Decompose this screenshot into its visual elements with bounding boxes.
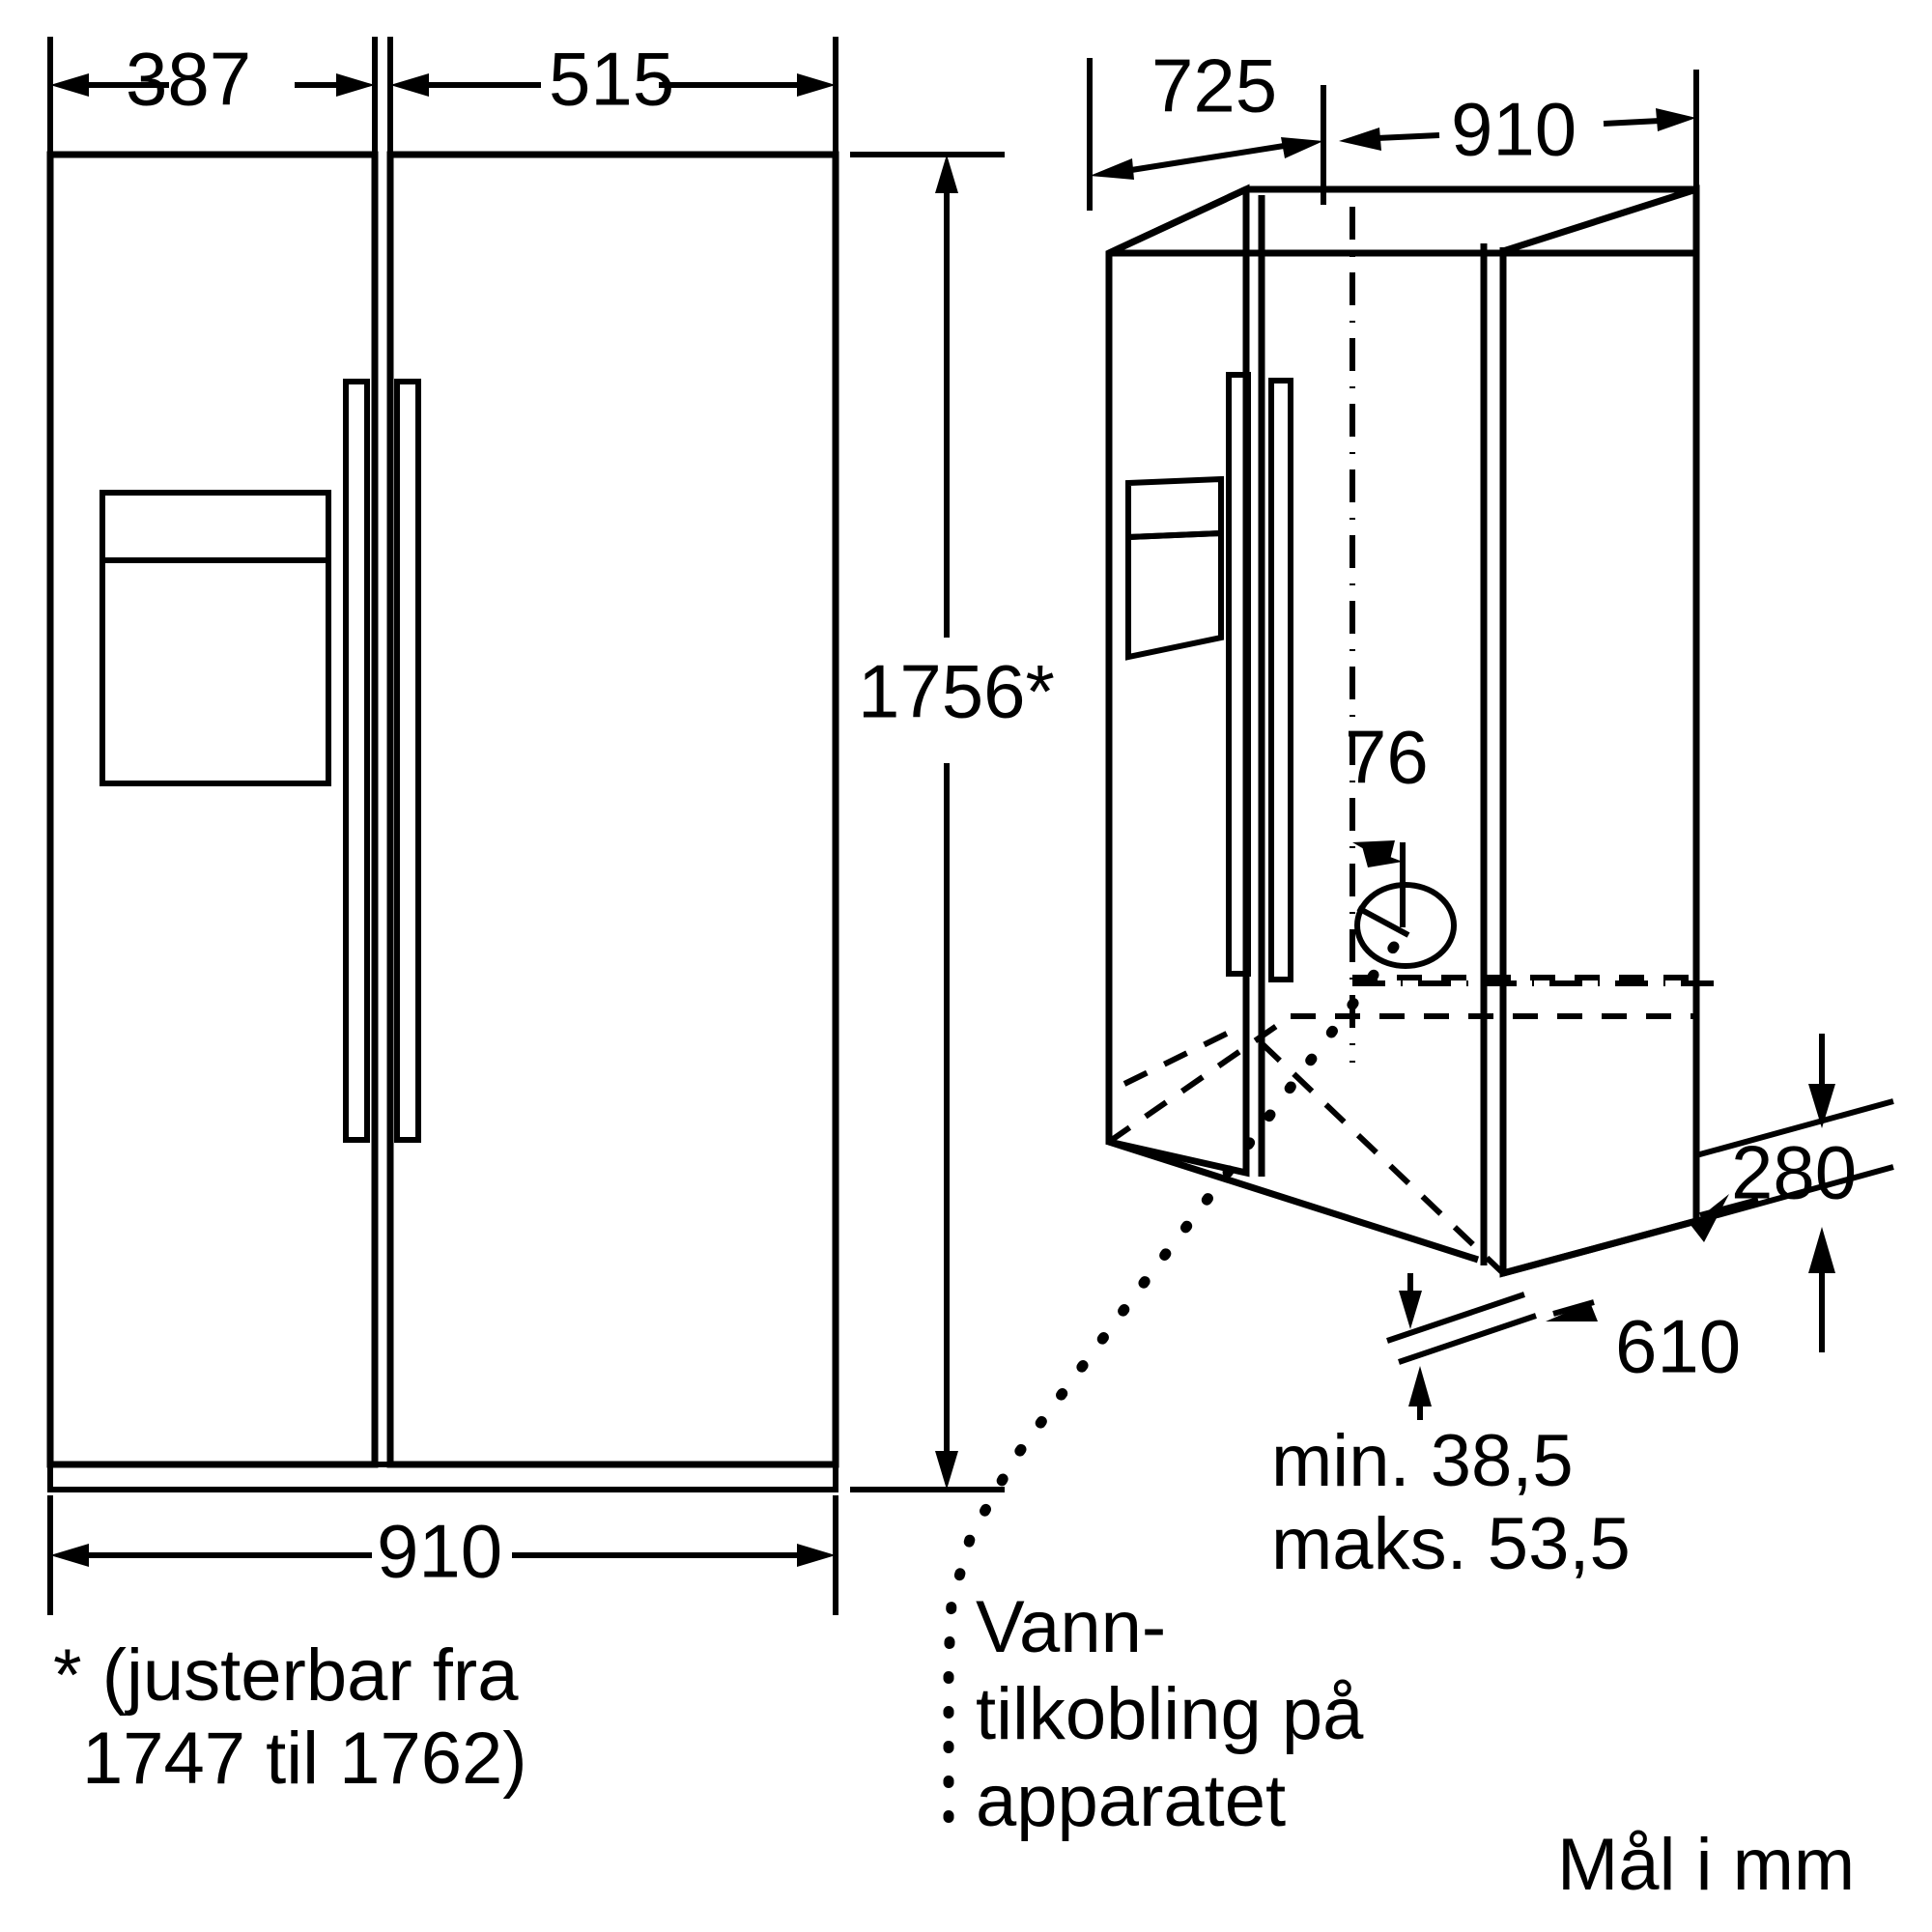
dimension-725: 725 bbox=[1087, 43, 1326, 211]
arrowhead-right-910 bbox=[797, 1544, 836, 1567]
handle-left-door bbox=[343, 379, 370, 1143]
arrowhead-610-lower bbox=[1546, 1302, 1598, 1321]
notes-group: * (justerbar fra 1747 til 1762) Vann- ti… bbox=[53, 1586, 1855, 1906]
arrowhead-left-515 bbox=[390, 73, 429, 97]
dimension-1756: 1756* bbox=[850, 152, 1055, 1492]
door-handles-iso bbox=[1226, 372, 1293, 982]
isometric-view-group: 725 910 bbox=[943, 43, 1894, 1841]
base-plinth bbox=[47, 1462, 838, 1492]
arrowhead-down-280 bbox=[1808, 1084, 1835, 1128]
note-water-line-1: Vann- bbox=[976, 1586, 1166, 1668]
arrowhead-left-910iso bbox=[1339, 128, 1381, 151]
label-width-910: 910 bbox=[377, 1509, 502, 1594]
dimension-910-front: 910 bbox=[47, 1495, 838, 1615]
arrowhead-right-387 bbox=[336, 73, 375, 97]
arrowhead-left-725 bbox=[1090, 158, 1134, 180]
dispenser-top-panel bbox=[99, 490, 331, 563]
right-door-panel bbox=[386, 151, 839, 1468]
cabinet-right-face bbox=[1499, 185, 1700, 1278]
foot-plate-top bbox=[1386, 1292, 1525, 1344]
foot-plate-detail bbox=[1386, 1292, 1537, 1365]
dimension-387 bbox=[50, 73, 375, 97]
iso-base-right bbox=[1502, 1217, 1697, 1277]
arrowhead-foot-down bbox=[1399, 1291, 1422, 1329]
arrowhead-left-387 bbox=[50, 73, 89, 97]
arrowhead-top-1756 bbox=[935, 155, 958, 193]
handle-iso-a bbox=[1226, 372, 1251, 977]
label-height-1756: 1756* bbox=[858, 649, 1055, 734]
ext-line-280-top bbox=[1695, 1098, 1894, 1158]
cabinet-top-face bbox=[1107, 185, 1700, 257]
water-connection-symbol bbox=[1354, 882, 1457, 969]
arrowhead-up-280 bbox=[1808, 1227, 1835, 1273]
handle-right-door bbox=[394, 379, 421, 1143]
arrowhead-left-910 bbox=[50, 1544, 89, 1567]
arrowhead-right-910iso bbox=[1656, 108, 1696, 131]
door-handles-front bbox=[343, 379, 421, 1143]
water-connection-leader bbox=[943, 941, 1400, 1841]
arrowhead-right-515 bbox=[797, 73, 836, 97]
label-515: 515 bbox=[549, 37, 674, 122]
label-min-clearance: min. 38,5 bbox=[1271, 1420, 1574, 1502]
water-dispenser bbox=[99, 490, 331, 786]
front-view-group: 1756* 910 387 bbox=[46, 37, 1055, 1615]
arrowhead-foot-up bbox=[1408, 1366, 1432, 1406]
note-units: Mål i mm bbox=[1557, 1824, 1855, 1906]
iso-base-left bbox=[1107, 1138, 1480, 1264]
label-610: 610 bbox=[1615, 1304, 1741, 1389]
dimension-280: 280 bbox=[1695, 1034, 1894, 1352]
hidden-edge-e bbox=[1122, 1021, 1248, 1087]
dimension-610: 610 bbox=[1546, 1194, 1759, 1389]
note-water-line-3: apparatet bbox=[976, 1760, 1286, 1842]
hidden-edge-c bbox=[1259, 1040, 1506, 1276]
note-water-line-2: tilkobling på bbox=[976, 1673, 1364, 1755]
water-connection-circle bbox=[1354, 882, 1457, 969]
dispenser-recess bbox=[99, 557, 331, 786]
label-max-clearance: maks. 53,5 bbox=[1271, 1503, 1631, 1585]
ext-line-280-bottom-a bbox=[1695, 1164, 1894, 1224]
handle-iso-b bbox=[1268, 378, 1293, 982]
arrowhead-bottom-1756 bbox=[935, 1451, 958, 1490]
foot-plate-bottom bbox=[1398, 1313, 1537, 1365]
water-connection-slash bbox=[1356, 905, 1410, 938]
dispenser-iso-top bbox=[1125, 475, 1224, 541]
arrowhead-610-upper bbox=[1690, 1194, 1729, 1242]
label-725: 725 bbox=[1151, 43, 1277, 128]
arrowhead-right-725 bbox=[1281, 137, 1323, 158]
label-387: 387 bbox=[126, 37, 251, 122]
dimension-76: 76 bbox=[1345, 715, 1429, 927]
label-76: 76 bbox=[1345, 715, 1429, 800]
dispenser-iso-recess bbox=[1125, 529, 1224, 661]
hidden-edge-a bbox=[1107, 1013, 1293, 1145]
note-height-footnote-1: * (justerbar fra bbox=[53, 1634, 519, 1717]
note-height-footnote-2: 1747 til 1762) bbox=[82, 1718, 527, 1800]
left-door-panel bbox=[46, 151, 379, 1468]
water-dispenser-iso bbox=[1125, 475, 1224, 661]
dimension-910-iso: 910 bbox=[1339, 70, 1699, 203]
cabinet-left-side-face bbox=[1105, 184, 1250, 1178]
dimension-foot-clearance: min. 38,5 maks. 53,5 bbox=[1271, 1273, 1631, 1585]
label-910-iso: 910 bbox=[1451, 87, 1577, 172]
dimension-515 bbox=[390, 73, 836, 97]
arrowhead-right-76 bbox=[1362, 846, 1403, 867]
